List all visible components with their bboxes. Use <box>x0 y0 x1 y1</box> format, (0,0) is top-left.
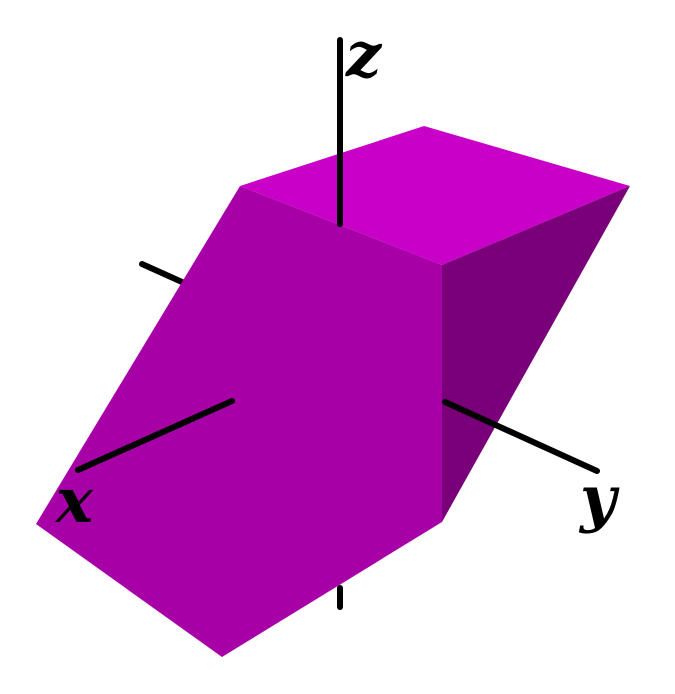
x-axis-label: x <box>54 464 94 537</box>
solid-side-face <box>442 186 630 522</box>
x-axis-back-segment <box>139 261 185 285</box>
x-axis-front-segment <box>75 398 235 473</box>
solid-front-face <box>36 186 442 657</box>
y-axis-segment <box>442 399 600 474</box>
z-axis-label: z <box>345 18 383 91</box>
y-axis-label: y <box>578 462 620 535</box>
